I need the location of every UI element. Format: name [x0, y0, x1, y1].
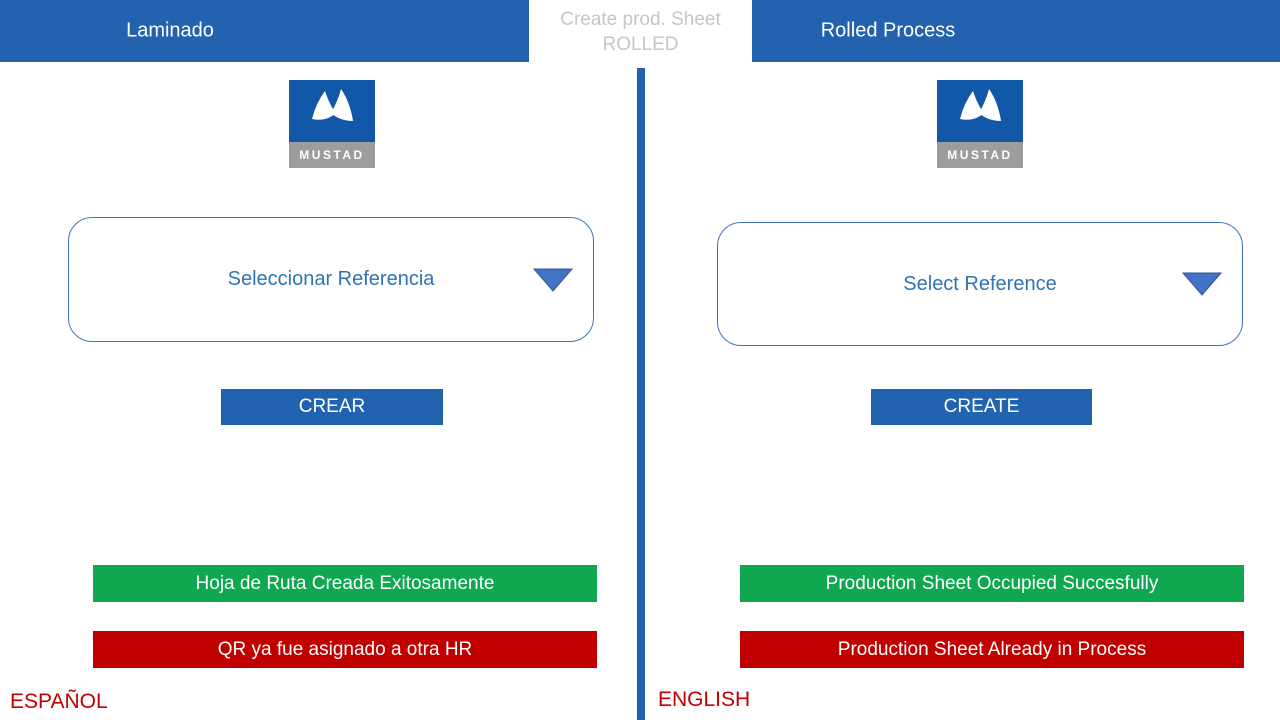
mustad-logo-es: MUSTAD [289, 80, 375, 168]
chevron-down-icon[interactable] [1181, 272, 1223, 296]
error-banner-es: QR ya fue asignado a otra HR [93, 631, 597, 668]
chevron-down-icon[interactable] [532, 268, 574, 292]
tab-laminado-label: Laminado [126, 19, 214, 42]
reference-dropdown-en-label: Select Reference [903, 272, 1057, 295]
mustad-m-icon [937, 80, 1023, 142]
reference-dropdown-en[interactable]: Select Reference [717, 222, 1243, 346]
tab-center-label-line1: Create prod. Sheet [560, 9, 721, 30]
crear-button[interactable]: CREAR [221, 389, 443, 425]
error-banner-en: Production Sheet Already in Process [740, 631, 1244, 668]
mustad-logo-en: MUSTAD [937, 80, 1023, 168]
language-label-spanish: ESPAÑOL [10, 690, 108, 713]
create-button[interactable]: CREATE [871, 389, 1092, 425]
tab-laminado[interactable]: Laminado [0, 0, 529, 62]
mustad-logo-wordmark: MUSTAD [289, 142, 375, 168]
tab-rolled-process-label: Rolled Process [820, 19, 956, 42]
panel-divider [637, 68, 645, 720]
tab-center-label-line2: ROLLED [602, 34, 679, 55]
reference-dropdown-es-label: Seleccionar Referencia [227, 268, 435, 290]
success-banner-en: Production Sheet Occupied Succesfully [740, 565, 1244, 602]
mustad-logo-wordmark: MUSTAD [937, 142, 1023, 168]
tab-create-prod-sheet-rolled[interactable]: Create prod. Sheet ROLLED [529, 0, 752, 64]
mustad-m-icon [289, 80, 375, 142]
language-label-english: ENGLISH [658, 688, 751, 711]
tab-rolled-process[interactable]: Rolled Process [752, 0, 1280, 62]
success-banner-es: Hoja de Ruta Creada Exitosamente [93, 565, 597, 602]
reference-dropdown-es[interactable]: Seleccionar Referencia [68, 217, 594, 342]
